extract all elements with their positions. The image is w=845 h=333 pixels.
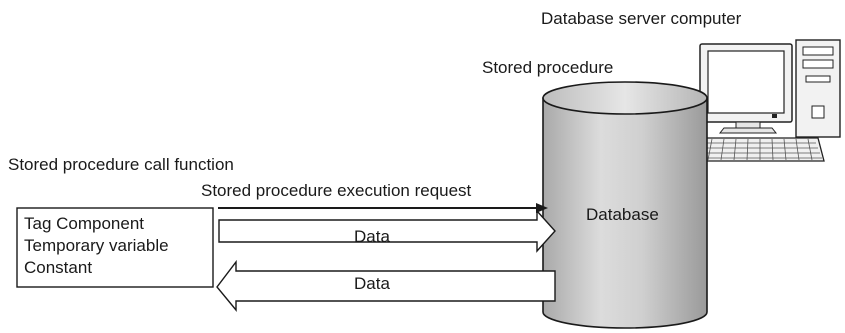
- cylinder-top: [542, 81, 708, 115]
- stored-procedure-label: Stored procedure: [482, 58, 614, 77]
- execution-request-label: Stored procedure execution request: [201, 181, 472, 200]
- execution-request-arrow: [218, 203, 548, 213]
- tower-drive-bay: [802, 46, 834, 56]
- cylinder-body: [542, 97, 708, 329]
- source-box-line: Tag Component: [24, 214, 145, 233]
- tower-drive-bay: [802, 59, 834, 69]
- db-server-label: Database server computer: [541, 9, 742, 28]
- monitor-neck: [735, 121, 761, 129]
- data-to-database-label: Data: [354, 227, 390, 246]
- keyboard: [695, 137, 825, 162]
- source-box-line: Temporary variable: [24, 236, 169, 255]
- tower-case: [795, 39, 841, 138]
- tower-power-button: [811, 105, 825, 119]
- data-from-database-label: Data: [354, 274, 390, 293]
- database-label: Database: [586, 205, 659, 224]
- call-function-label: Stored procedure call function: [8, 155, 234, 174]
- monitor-screen: [707, 50, 785, 114]
- database-cylinder-icon: [542, 81, 708, 329]
- data-from-database-arrow: [216, 259, 556, 312]
- source-box-line: Constant: [24, 258, 93, 277]
- data-to-database-arrow: [218, 209, 556, 253]
- source-box: [16, 207, 214, 288]
- monitor-base: [718, 127, 778, 134]
- desktop-computer-icon: [695, 39, 841, 162]
- tower-floppy-slot: [805, 75, 831, 83]
- monitor-led: [772, 114, 777, 118]
